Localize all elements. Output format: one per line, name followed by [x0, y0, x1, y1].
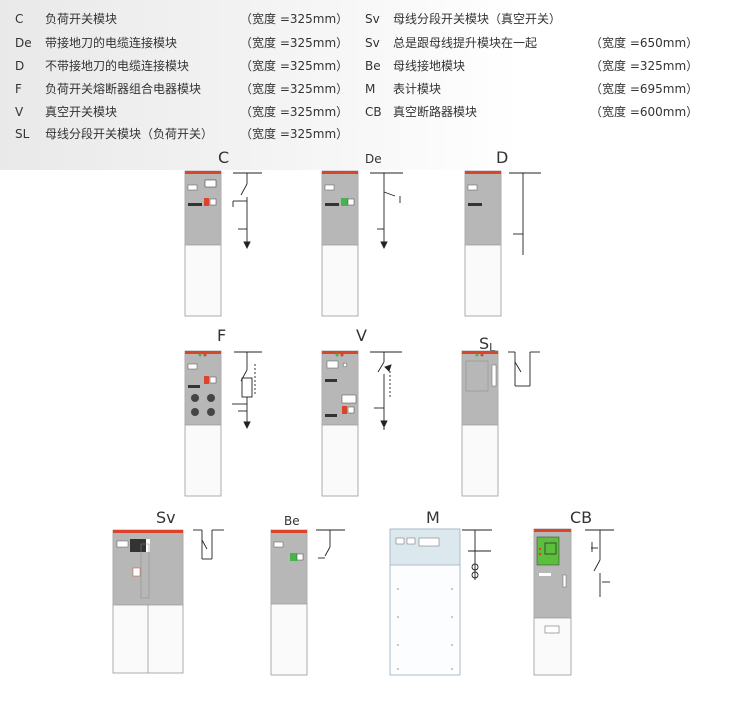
module-label-m: M: [426, 508, 440, 527]
module-de-schematic: [370, 172, 403, 250]
legend-width: （宽度 =695mm）: [590, 82, 699, 96]
legend-width: （宽度 =325mm）: [590, 59, 699, 73]
legend-code: CB: [365, 105, 382, 119]
module-sl-panel: [461, 350, 499, 497]
module-f-panel: [184, 350, 222, 497]
module-be-schematic: [316, 529, 345, 559]
legend-row: D 不带接地刀的电缆连接模块 （宽度 =325mm）: [15, 55, 355, 77]
module-de-panel: [321, 170, 359, 317]
legend-code: Sv: [365, 12, 380, 26]
legend-code: F: [15, 82, 22, 96]
module-m-panel: [389, 528, 461, 676]
module-label-c: C: [218, 148, 230, 167]
module-sv-schematic: [193, 529, 224, 560]
legend-code: Sv: [365, 36, 380, 50]
legend-desc: 总是跟母线提升模块在一起: [393, 36, 538, 50]
module-label-de: De: [365, 152, 382, 166]
legend-code: C: [15, 12, 24, 26]
legend-desc: 真空断路器模块: [393, 105, 478, 119]
module-label-sl-sub: L: [489, 341, 496, 354]
module-label-d: D: [496, 148, 509, 167]
legend-row: Be 母线接地模块 （宽度 =325mm）: [365, 55, 740, 77]
module-legend: C 负荷开关模块 （宽度 =325mm） De 带接地刀的电缆连接模块 （宽度 …: [0, 0, 747, 150]
legend-width: （宽度 =325mm）: [240, 12, 349, 26]
module-label-sv: Sv: [156, 508, 176, 527]
legend-row: CB 真空断路器模块 （宽度 =600mm）: [365, 101, 740, 123]
legend-code: SL: [15, 127, 30, 141]
legend-desc: 负荷开关模块: [45, 12, 118, 26]
legend-desc: 真空开关模块: [45, 105, 118, 119]
module-label-sl-main: S: [479, 334, 490, 353]
module-sl-schematic: [508, 351, 540, 387]
legend-desc: 母线分段开关模块（真空开关）: [393, 12, 562, 26]
legend-desc: 带接地刀的电缆连接模块: [45, 36, 178, 50]
legend-row: De 带接地刀的电缆连接模块 （宽度 =325mm）: [15, 32, 355, 54]
legend-code: D: [15, 59, 25, 73]
module-d-schematic: [509, 172, 541, 255]
legend-width: （宽度 =325mm）: [240, 36, 349, 50]
module-label-f: F: [217, 326, 227, 345]
module-label-be: Be: [284, 514, 300, 528]
module-m-schematic: [462, 529, 492, 580]
legend-row: V 真空开关模块 （宽度 =325mm）: [15, 101, 355, 123]
legend-width: （宽度 =325mm）: [240, 82, 349, 96]
module-label-cb: CB: [570, 508, 593, 527]
module-v-panel: [321, 350, 359, 497]
module-c-schematic: [232, 172, 262, 250]
legend-width: （宽度 =325mm）: [240, 59, 349, 73]
legend-row: C 负荷开关模块 （宽度 =325mm）: [15, 8, 355, 30]
module-cb-panel: [533, 528, 572, 676]
module-cb-schematic: [585, 529, 614, 597]
legend-code: Be: [365, 59, 381, 73]
legend-code: V: [15, 105, 24, 119]
module-label-v: V: [356, 326, 367, 345]
module-be-panel: [270, 529, 308, 676]
legend-desc: 表计模块: [393, 82, 442, 96]
legend-width: （宽度 =325mm）: [240, 105, 349, 119]
legend-row: M 表计模块 （宽度 =695mm）: [365, 78, 740, 100]
module-d-panel: [464, 170, 502, 317]
legend-row: Sv 总是跟母线提升模块在一起 （宽度 =650mm）: [365, 32, 740, 54]
legend-row: SL 母线分段开关模块（负荷开关） （宽度 =325mm）: [15, 123, 355, 145]
legend-width: （宽度 =325mm）: [240, 127, 349, 141]
module-label-sl: SL: [479, 334, 495, 354]
module-sv-panel: [112, 529, 184, 674]
legend-width: （宽度 =650mm）: [590, 36, 699, 50]
legend-row: Sv 母线分段开关模块（真空开关）: [365, 8, 740, 30]
legend-desc: 母线接地模块: [393, 59, 466, 73]
legend-code: De: [15, 36, 32, 50]
legend-width: （宽度 =600mm）: [590, 105, 699, 119]
legend-desc: 负荷开关熔断器组合电器模块: [45, 82, 202, 96]
module-f-schematic: [232, 351, 262, 430]
legend-row: F 负荷开关熔断器组合电器模块 （宽度 =325mm）: [15, 78, 355, 100]
legend-code: M: [365, 82, 376, 96]
legend-desc: 母线分段开关模块（负荷开关）: [45, 127, 214, 141]
module-v-schematic: [370, 351, 402, 430]
header-background: [0, 0, 747, 170]
legend-desc: 不带接地刀的电缆连接模块: [45, 59, 190, 73]
module-c-panel: [184, 170, 222, 317]
